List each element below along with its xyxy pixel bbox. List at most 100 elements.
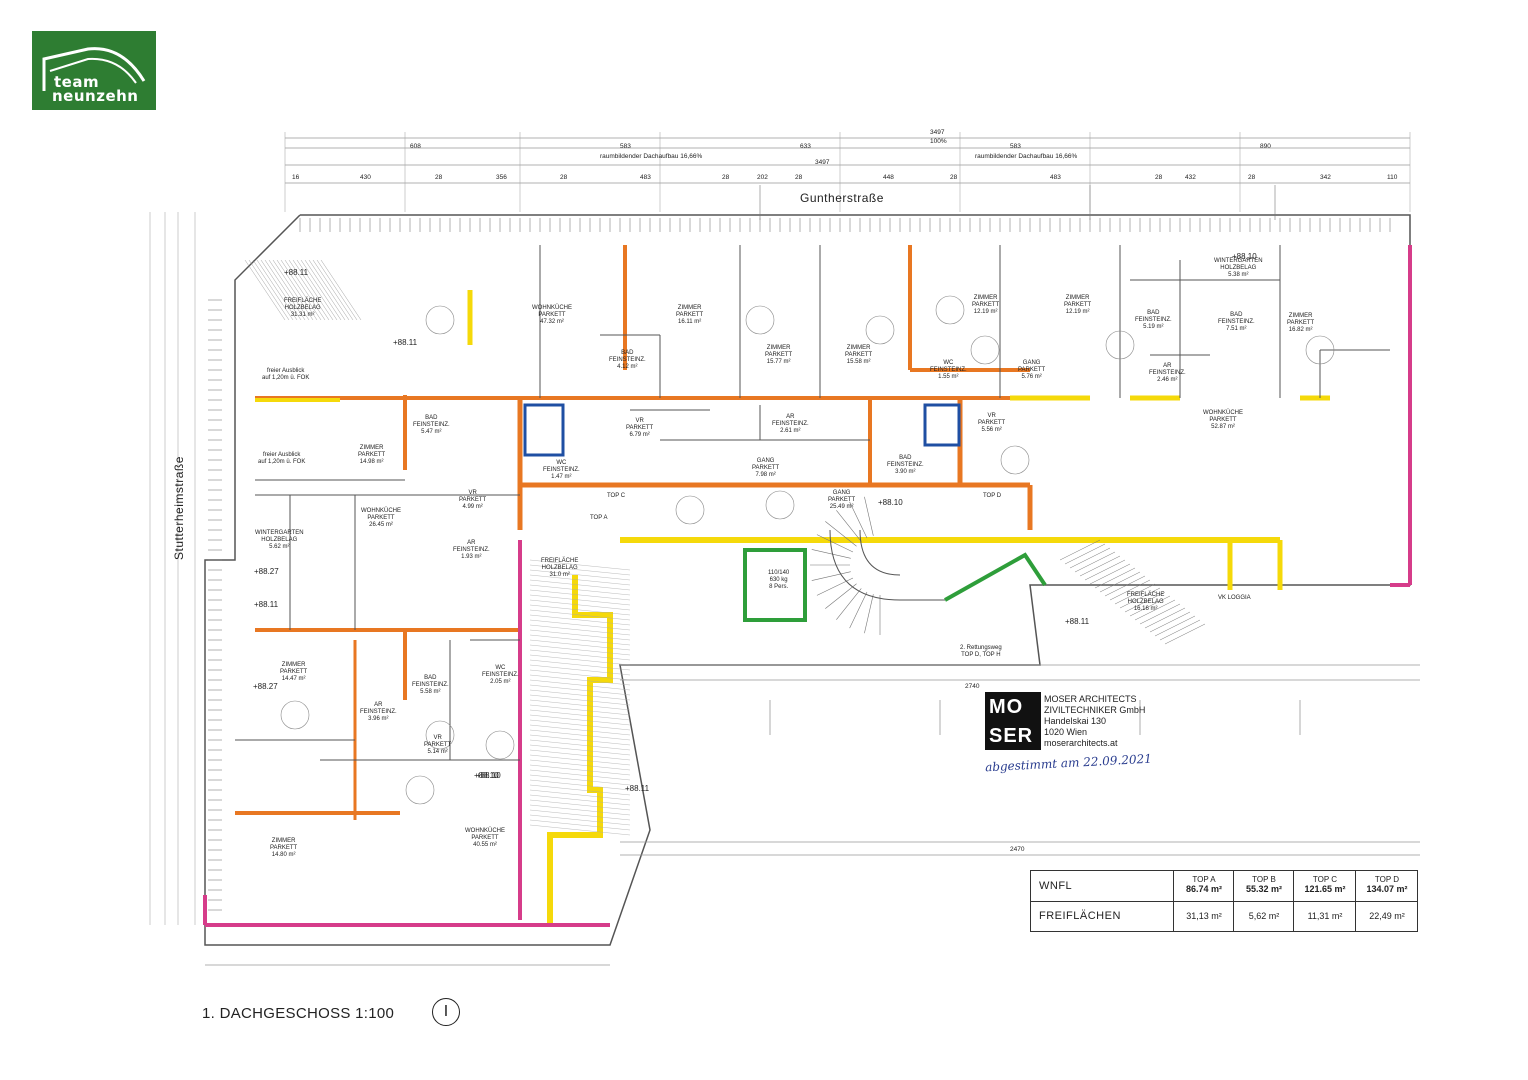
dimension-value: 28 [1155, 174, 1163, 181]
room-label: GANG PARKETT 7.98 m² [752, 458, 780, 478]
top-b-area: 55.32 m² [1245, 884, 1283, 894]
room-label: FREIFLÄCHE HOLZBELAG 16.16 m² [1127, 592, 1165, 612]
logo-text-team: team [54, 73, 100, 91]
terrace-hatch [1059, 539, 1101, 561]
terrace-hatch [529, 764, 631, 776]
room-label: ZIMMER PARKETT 16.11 m² [676, 305, 704, 325]
terrace-hatch [529, 739, 631, 751]
terrace-hatch [529, 809, 631, 821]
terrace-hatch [1159, 619, 1201, 641]
room-label: AR FEINSTEINZ. 2.46 m² [1149, 363, 1186, 383]
terrace-hatch [1134, 599, 1176, 621]
dimension-value: 583 [1010, 143, 1021, 150]
dimension-value: 430 [360, 174, 371, 181]
stair-step [816, 534, 854, 553]
elevation-mark: +88.10 [476, 771, 501, 780]
terrace-hatch [316, 259, 358, 321]
door-swing [1105, 330, 1135, 360]
dimension-value: 28 [950, 174, 958, 181]
room-label: WC FEINSTEINZ. 2.05 m² [482, 665, 519, 685]
elevation-mark: +88.11 [1065, 617, 1090, 626]
elevation-mark: +88.11 [284, 268, 309, 277]
terrace-hatch [529, 784, 631, 796]
terrace-hatch [529, 644, 631, 656]
terrace-hatch [1094, 567, 1136, 589]
note-view: freier Ausblick auf 1,20m ü. FOK [258, 452, 306, 465]
room-label: ZIMMER PARKETT 12.19 m² [972, 295, 1000, 315]
terrace-hatch [529, 769, 631, 781]
terrace-hatch [529, 699, 631, 711]
terrace-hatch [308, 259, 350, 321]
door-swing [425, 305, 455, 335]
room-label: ZIMMER PARKETT 12.19 m² [1064, 295, 1092, 315]
terrace-hatch [529, 789, 631, 801]
terrace-hatch [529, 749, 631, 761]
lift-shaft-outline [743, 548, 807, 622]
terrace-hatch [288, 259, 330, 321]
logo-text-neunzehn: neunzehn [52, 87, 139, 105]
dimension-value: 483 [640, 174, 651, 181]
terrace-hatch [529, 624, 631, 636]
dimension-value: 583 [620, 143, 631, 150]
room-label: WOHNKÜCHE PARKETT 47.32 m² [532, 305, 572, 325]
terrace-hatch [529, 674, 631, 686]
dimension-value: 28 [435, 174, 443, 181]
elevation-mark: +88.11 [254, 600, 279, 609]
terrace-hatch [529, 819, 631, 831]
top-d-label: TOP D [1374, 875, 1400, 884]
room-label: VR PARKETT 6.79 m² [626, 418, 654, 438]
terrace-hatch [260, 259, 302, 321]
terrace-hatch [1109, 579, 1151, 601]
room-label: ZIMMER PARKETT 14.47 m² [280, 662, 308, 682]
dimension-total: 3497 [815, 159, 830, 166]
sheet-title: 1. DACHGESCHOSS 1:100 [202, 1005, 395, 1022]
dimension-value: 890 [1260, 143, 1271, 150]
terrace-hatch [529, 689, 631, 701]
terrace-hatch [529, 559, 631, 571]
room-label: WC FEINSTEINZ. 1.55 m² [930, 360, 967, 380]
terrace-hatch [529, 579, 631, 591]
top-c-area: 121.65 m² [1304, 884, 1346, 894]
table-cell-top-a: TOP A 86.74 m² [1173, 871, 1234, 901]
note-view: freier Ausblick auf 1,20m ü. FOK [262, 368, 310, 381]
note-top-a: TOP A [590, 515, 608, 521]
door-swing [935, 295, 965, 325]
stair-step [864, 496, 874, 536]
dimension-value: 28 [1248, 174, 1256, 181]
terrace-hatch [529, 614, 631, 626]
terrace-hatch [244, 259, 286, 321]
terrace-hatch [529, 729, 631, 741]
terrace-hatch [529, 779, 631, 791]
terrace-hatch [529, 714, 631, 726]
dimension-total: 3497 [930, 129, 945, 136]
terrace-hatch [529, 734, 631, 746]
room-label: ZIMMER PARKETT 15.58 m² [845, 345, 873, 365]
terrace-hatch [529, 709, 631, 721]
stair-step [811, 549, 851, 559]
terrace-hatch [529, 799, 631, 811]
terrace-hatch [248, 259, 290, 321]
room-label: AR FEINSTEINZ. 2.61 m² [772, 414, 809, 434]
shaft-blue [923, 403, 961, 447]
terrace-hatch [529, 589, 631, 601]
stair-step [816, 577, 854, 596]
stair-outline [829, 529, 945, 601]
row-label-freiflaechen: FREIFLÄCHEN [1039, 910, 1121, 922]
terrace-hatch [1114, 583, 1156, 605]
terrace-hatch [1164, 623, 1206, 645]
room-label: WOHNKÜCHE PARKETT 40.55 m² [465, 828, 505, 848]
dimension-value: 28 [722, 174, 730, 181]
terrace-hatch [529, 744, 631, 756]
elevation-mark: +88.27 [254, 567, 279, 576]
note-loggia: VK LOGGIA [1218, 595, 1251, 601]
room-label: ZIMMER PARKETT 15.77 m² [765, 345, 793, 365]
dimension-2740: 2740 [965, 683, 980, 690]
terrace-hatch [1149, 611, 1191, 633]
room-label: BAD FEINSTEINZ. 5.58 m² [412, 675, 449, 695]
wall-yellow [547, 575, 613, 925]
dimension-value: 356 [496, 174, 507, 181]
terrace-hatch [312, 259, 354, 321]
terrace-hatch [1064, 543, 1106, 565]
terrace-hatch [300, 259, 342, 321]
room-label: GANG PARKETT 5.76 m² [1018, 360, 1046, 380]
